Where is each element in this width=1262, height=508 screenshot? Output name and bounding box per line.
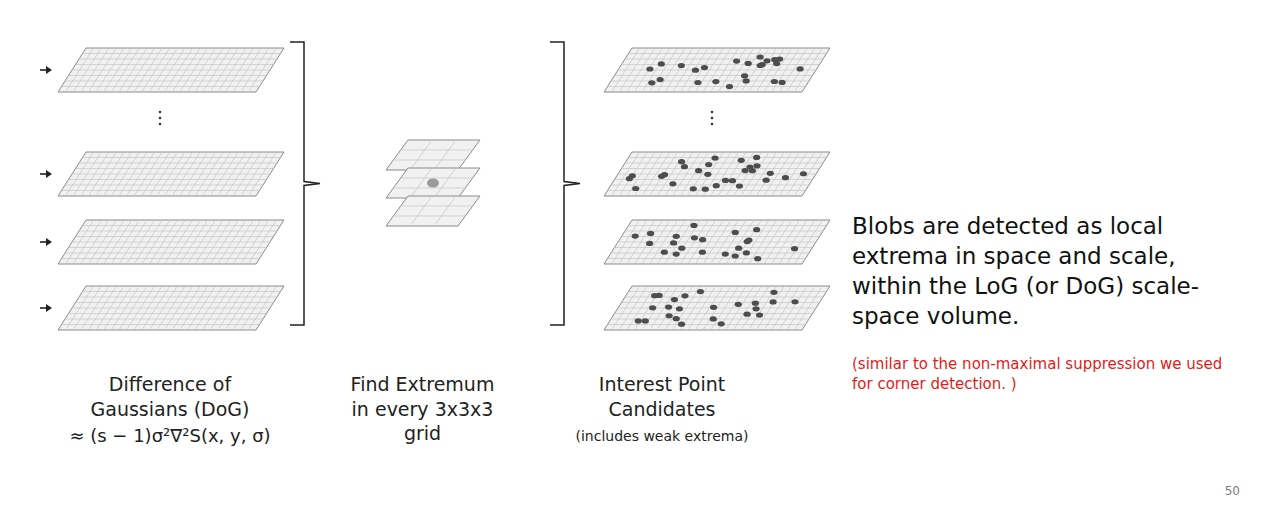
grid-lines [62,48,281,92]
extremum-point [427,179,439,188]
grid-lines [393,196,472,226]
grid-plane [386,168,480,198]
formula: ≈ (s − 1)σ²∇²S(x, y, σ) [50,424,290,447]
grid-plane [604,48,830,92]
caption-note: (includes weak extrema) [560,427,764,445]
grid-lines [62,152,281,196]
grid-plane [386,140,480,170]
input-arrowhead [46,66,52,74]
candidate-stack [604,48,830,330]
grid-lines [608,152,827,196]
input-arrowhead [46,238,52,246]
grid-plane [58,220,284,264]
grid-plane [604,286,830,330]
interest-points [632,223,799,261]
ellipsis-dot [159,123,162,126]
page-number: 50 [1200,484,1240,500]
grid-plane [386,196,480,226]
caption-text: Find Extremum in every 3x3x3 grid [340,372,505,446]
grid-plane [604,220,830,264]
explanation-text: Blobs are detected as local extrema in s… [852,212,1222,332]
input-arrowhead [46,304,52,312]
grid-lines [393,168,472,198]
grid-lines [62,286,281,330]
ellipsis-dot [159,111,162,114]
side-note: (similar to the non-maximal suppression … [852,355,1232,394]
ellipsis-dot [711,111,714,114]
interest-points [646,54,803,89]
grid-lines [608,286,827,330]
caption-text: Interest Point Candidates [572,372,752,421]
ellipsis-dot [159,117,162,120]
bracket [290,42,320,325]
grid-plane [58,152,284,196]
input-arrowhead [46,170,52,178]
grid-plane [58,286,284,330]
grid-plane [604,152,830,196]
caption-text: Difference of Gaussians (DoG) [70,372,270,421]
ellipsis-dot [711,123,714,126]
interest-points [635,289,799,327]
grid-lines [393,140,472,170]
grid-plane [58,48,284,92]
ellipsis-dot [711,117,714,120]
dog-stack [40,48,284,330]
grid-lines [608,48,827,92]
grid-lines [608,220,827,264]
extremum-grid-stack [386,140,480,226]
grid-lines [62,220,281,264]
interest-points [626,155,807,192]
bracket [550,42,580,325]
